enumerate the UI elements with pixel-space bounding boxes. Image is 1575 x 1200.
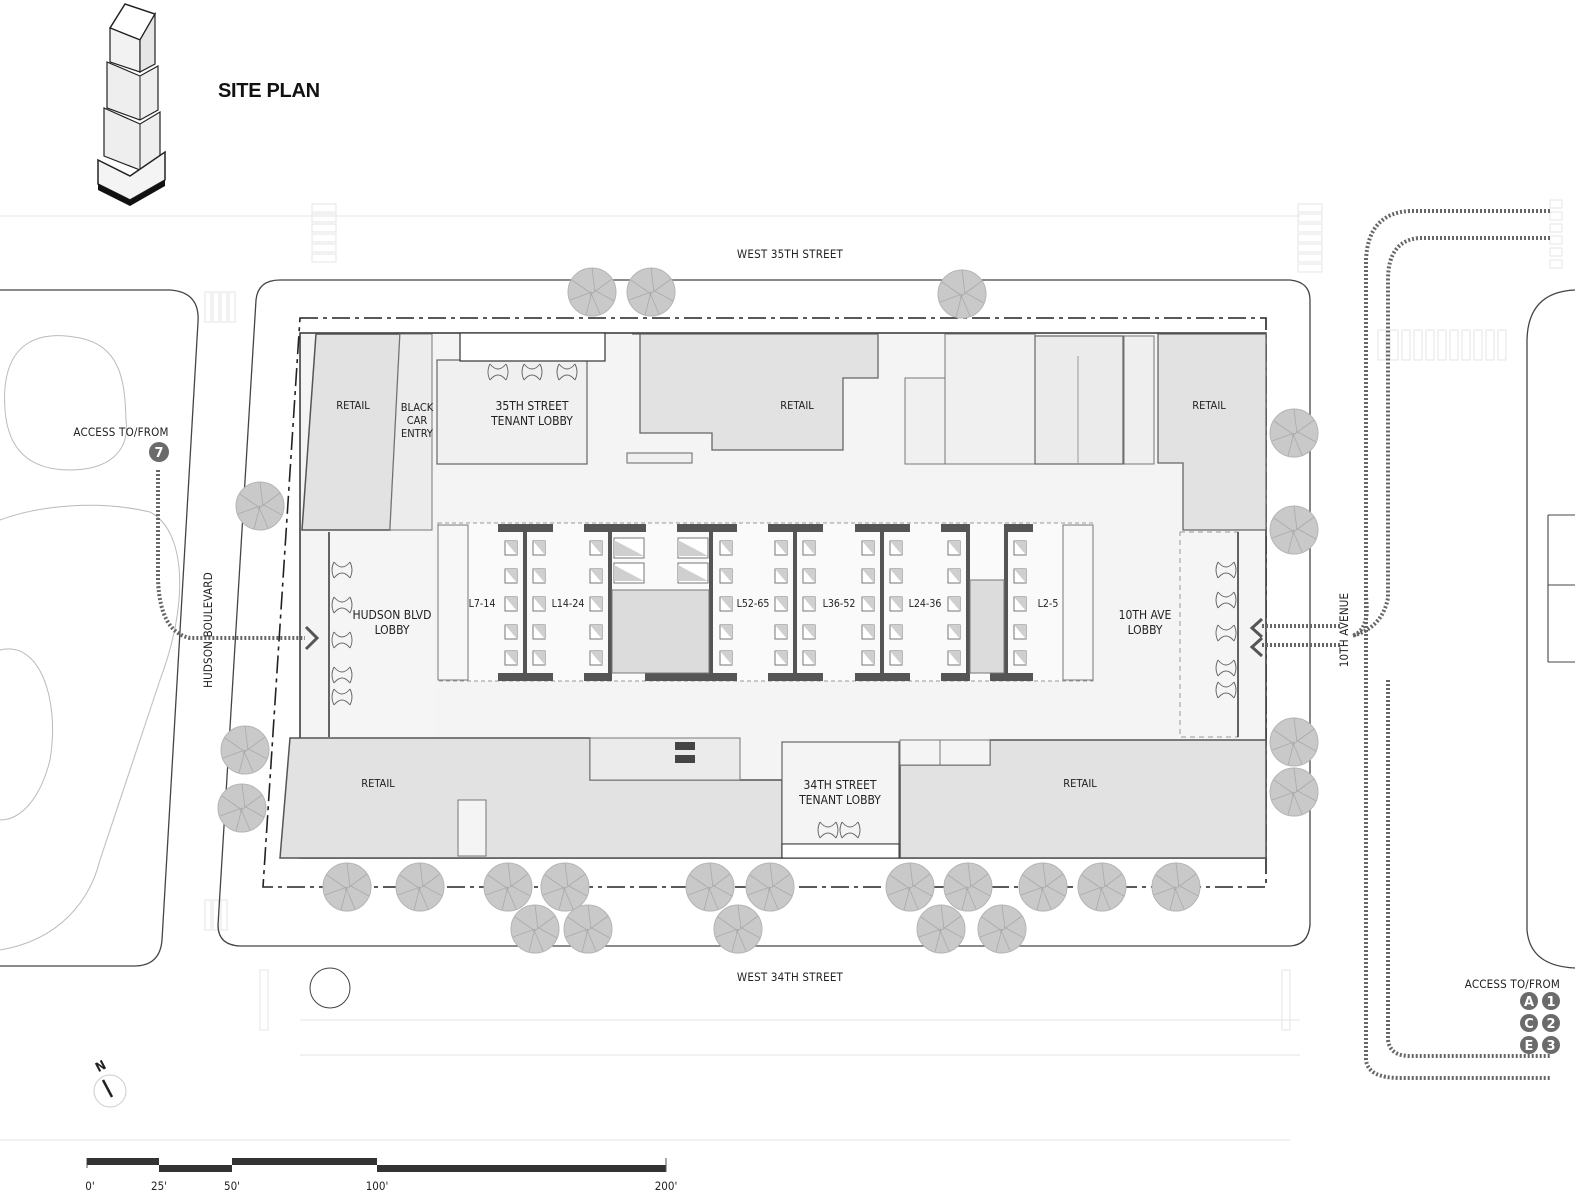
room-label-black-car-3: ENTRY (401, 427, 434, 440)
scale-bar: 0' 25' 50' 100' 200' (85, 1158, 677, 1193)
site-sidewalk-outline (217, 279, 1311, 947)
room-retail-nw (301, 333, 401, 531)
svg-text:C: C (1524, 1017, 1534, 1032)
east-block (1526, 289, 1575, 969)
scale-tick: 200' (655, 1179, 678, 1193)
room-label-black-car-2: CAR (407, 414, 428, 427)
svg-text:3: 3 (1546, 1039, 1555, 1054)
page-title: SITE PLAN (218, 80, 320, 102)
subway-badge-7: 7 (149, 442, 169, 462)
property-line (262, 317, 1267, 888)
entry-arrow-east-icon (1249, 617, 1264, 658)
tower-axonometric-icon (97, 3, 166, 206)
svg-text:A: A (1524, 995, 1534, 1010)
entry-arrow-west-icon (304, 625, 320, 651)
room-label-35th-lobby-1: 35TH STREET (495, 399, 568, 413)
elevator-bank-label: L2-5 (1038, 598, 1059, 610)
svg-text:E: E (1525, 1039, 1534, 1054)
room-label-35th-lobby-2: TENANT LOBBY (490, 414, 573, 428)
room-label-10th-lobby-1: 10TH AVE (1119, 608, 1172, 622)
room-label-34th-lobby-1: 34TH STREET (803, 778, 876, 792)
room-label-10th-lobby-2: LOBBY (1128, 623, 1163, 637)
north-arrow-icon: N (93, 1058, 127, 1108)
svg-text:N: N (93, 1058, 109, 1076)
room-label-retail-sw: RETAIL (361, 777, 395, 790)
svg-text:2: 2 (1546, 1017, 1555, 1032)
elevator-bank-label: L7-14 (469, 598, 496, 610)
subway-badges-east: A 1 C 2 E 3 (1520, 992, 1560, 1054)
transit-access-label-east: ACCESS TO/FROM (1465, 977, 1560, 991)
room-label-retail-se: RETAIL (1063, 777, 1097, 790)
elevator-bank-label: L52-65 (737, 598, 770, 610)
transit-access-label-west: ACCESS TO/FROM (73, 425, 168, 439)
access-paths (156, 209, 1550, 1080)
room-label-retail-n: RETAIL (780, 399, 814, 412)
street-label-west: HUDSON BOULEVARD (201, 572, 215, 688)
elevator-bank-label: L14-24 (552, 598, 585, 610)
elevator-bank-label: L36-52 (823, 598, 856, 610)
scale-tick: 25' (151, 1179, 167, 1193)
room-retail-ne (1157, 333, 1267, 531)
svg-text:7: 7 (154, 446, 163, 461)
svg-text:1: 1 (1546, 995, 1555, 1010)
scale-tick: 100' (366, 1179, 389, 1193)
street-label-south: WEST 34TH STREET (737, 970, 844, 984)
street-context (0, 199, 1563, 1141)
room-label-retail-nw: RETAIL (336, 399, 370, 412)
room-retail-n (632, 333, 879, 451)
building-core (437, 522, 1094, 682)
room-label-hudson-lobby-1: HUDSON BLVD (353, 608, 432, 622)
room-label-retail-ne: RETAIL (1192, 399, 1226, 412)
elevator-bank-label: L24-36 (909, 598, 942, 610)
scale-tick: 50' (224, 1179, 240, 1193)
street-label-east: 10TH AVENUE (1337, 593, 1351, 668)
room-label-34th-lobby-2: TENANT LOBBY (798, 793, 881, 807)
street-label-north: WEST 35TH STREET (737, 247, 844, 261)
park-block (0, 289, 199, 967)
room-label-hudson-lobby-2: LOBBY (375, 623, 410, 637)
room-label-black-car-1: BLACK (401, 401, 434, 414)
scale-tick: 0' (85, 1179, 94, 1193)
